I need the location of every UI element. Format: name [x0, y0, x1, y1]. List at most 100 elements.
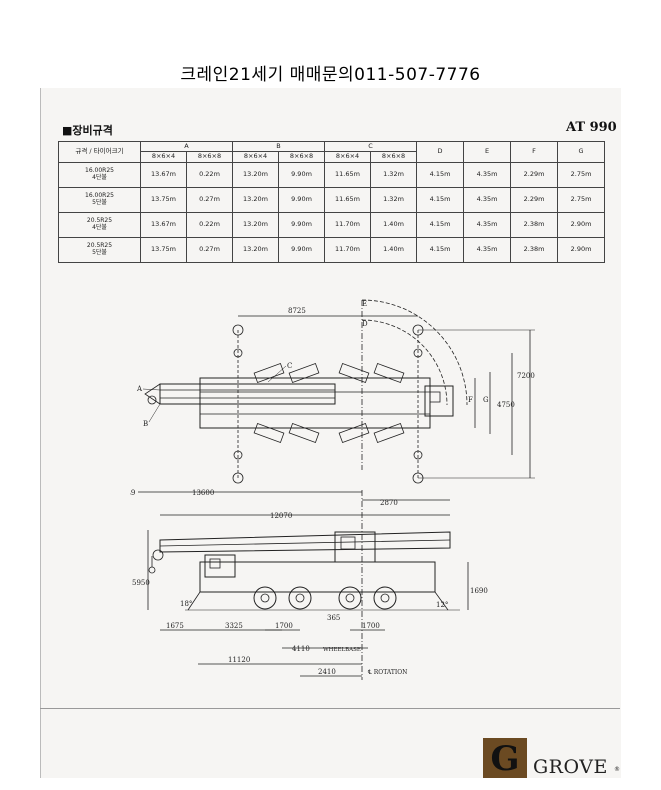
table-cell: 13.20m	[232, 212, 280, 238]
col-header-c: C	[324, 141, 418, 152]
boom-tip	[144, 383, 161, 405]
carrier-cab	[204, 554, 236, 578]
table-cell: 0.27m	[185, 187, 234, 213]
sheet-divider	[40, 708, 620, 709]
wheel	[373, 423, 405, 443]
table-cell: 2.90m	[557, 237, 606, 263]
dim-label: D	[362, 320, 368, 328]
swing-arc	[361, 319, 448, 406]
wheel	[253, 586, 277, 610]
dim-label: F	[468, 396, 473, 404]
col-header-g: G	[557, 141, 606, 163]
table-cell: 13.20m	[232, 162, 280, 188]
wheel-hub	[295, 593, 305, 603]
table-cell: 2.29m	[510, 187, 559, 213]
dim-label: E	[362, 300, 367, 308]
table-cell: 4.35m	[463, 187, 512, 213]
wheel-hub	[380, 593, 390, 603]
boom-outline	[159, 383, 336, 405]
registered-mark: ®	[614, 766, 620, 773]
departure-angle-line	[434, 591, 449, 611]
table-cell: 13.75m	[140, 187, 187, 213]
table-cell: 4.35m	[463, 162, 512, 188]
outrigger-pad	[233, 348, 243, 358]
table-cell: 2.38m	[510, 212, 559, 238]
table-cell: 13.20m	[232, 187, 280, 213]
table-cell: 11.70m	[324, 237, 372, 263]
angle-label: 12°	[436, 601, 448, 609]
col-header-f: F	[510, 141, 559, 163]
page-title: 크레인21세기 매매문의011-507-7776	[180, 65, 481, 85]
approach-angle-line	[187, 591, 201, 611]
outrigger-pad	[413, 348, 423, 358]
dim-label: WHEELBASE	[323, 647, 361, 653]
table-header-row: 규격 / 타이어크기 A B C D E F G	[58, 141, 606, 163]
wheel	[338, 423, 370, 443]
wheel-hub	[345, 593, 355, 603]
dim-label: 3325	[225, 622, 243, 630]
wheel	[253, 423, 285, 443]
wheel	[288, 363, 320, 383]
dim-label: 12070	[270, 512, 292, 520]
table-cell: 1.32m	[370, 187, 418, 213]
table-cell: 4.35m	[463, 237, 512, 263]
table-cell: 13.75m	[140, 237, 187, 263]
table-cell: 9.90m	[278, 212, 326, 238]
table-cell: 1.32m	[370, 162, 418, 188]
table-cell: 1.40m	[370, 212, 418, 238]
cab-window	[340, 536, 356, 550]
table-cell: 9.90m	[278, 237, 326, 263]
dim-label: 7200	[517, 372, 535, 380]
col-header-d: D	[416, 141, 465, 163]
table-cell: 4.15m	[416, 187, 465, 213]
brand-name: GROVE	[533, 756, 608, 778]
table-cell: 0.22m	[185, 162, 234, 188]
col-header-a: A	[139, 141, 234, 152]
leader-line	[142, 388, 161, 391]
table-cell: 9.90m	[278, 187, 326, 213]
outrigger-pad	[232, 324, 244, 336]
dim-label: 2870	[380, 499, 398, 507]
dim-label: 549	[130, 489, 135, 497]
table-cell: 13.67m	[140, 162, 187, 188]
table-cell: 4.15m	[416, 237, 465, 263]
dim-label: 1700	[362, 622, 380, 630]
side-view: 549 13600 12070 2870 5950 1690 18° 12° 1…	[130, 489, 488, 680]
dim-label: 1700	[275, 622, 293, 630]
col-header-e: E	[463, 141, 512, 163]
spec-table: 규격 / 타이어크기 A B C D E F G 8×6×4 8×6×8 8×6…	[58, 141, 606, 263]
top-view: 8725 7200 4750 F G A B C D E	[136, 299, 535, 484]
col-header-b: B	[232, 141, 326, 152]
dim-label: 2410	[318, 668, 336, 676]
dim-label: A	[136, 385, 143, 393]
wheel-hub	[260, 593, 270, 603]
dim-label: ℄ ROTATION	[367, 669, 407, 676]
wheel	[338, 586, 362, 610]
hook-block	[147, 395, 157, 405]
table-cell: 2.90m	[557, 212, 606, 238]
dim-label: 365	[327, 614, 340, 622]
table-cell: 2.75m	[557, 162, 606, 188]
table-cell: 4.15m	[416, 212, 465, 238]
table-corner-label: 규격 / 타이어크기	[58, 141, 141, 163]
dim-label: G	[483, 396, 489, 404]
boom-line	[159, 539, 451, 547]
sub-header: 8×6×8	[278, 151, 326, 163]
boom-head	[152, 549, 164, 561]
table-cell: 13.20m	[232, 237, 280, 263]
outrigger-pad	[413, 450, 423, 460]
sub-header: 8×6×4	[232, 151, 280, 163]
chassis-outline	[199, 377, 431, 429]
carrier-cab-window	[209, 558, 221, 569]
table-cell: 9.90m	[278, 162, 326, 188]
dim-label: 1690	[470, 587, 488, 595]
dim-label: C	[287, 362, 292, 370]
dim-label: B	[143, 420, 148, 428]
model-name: AT 990	[566, 120, 617, 135]
